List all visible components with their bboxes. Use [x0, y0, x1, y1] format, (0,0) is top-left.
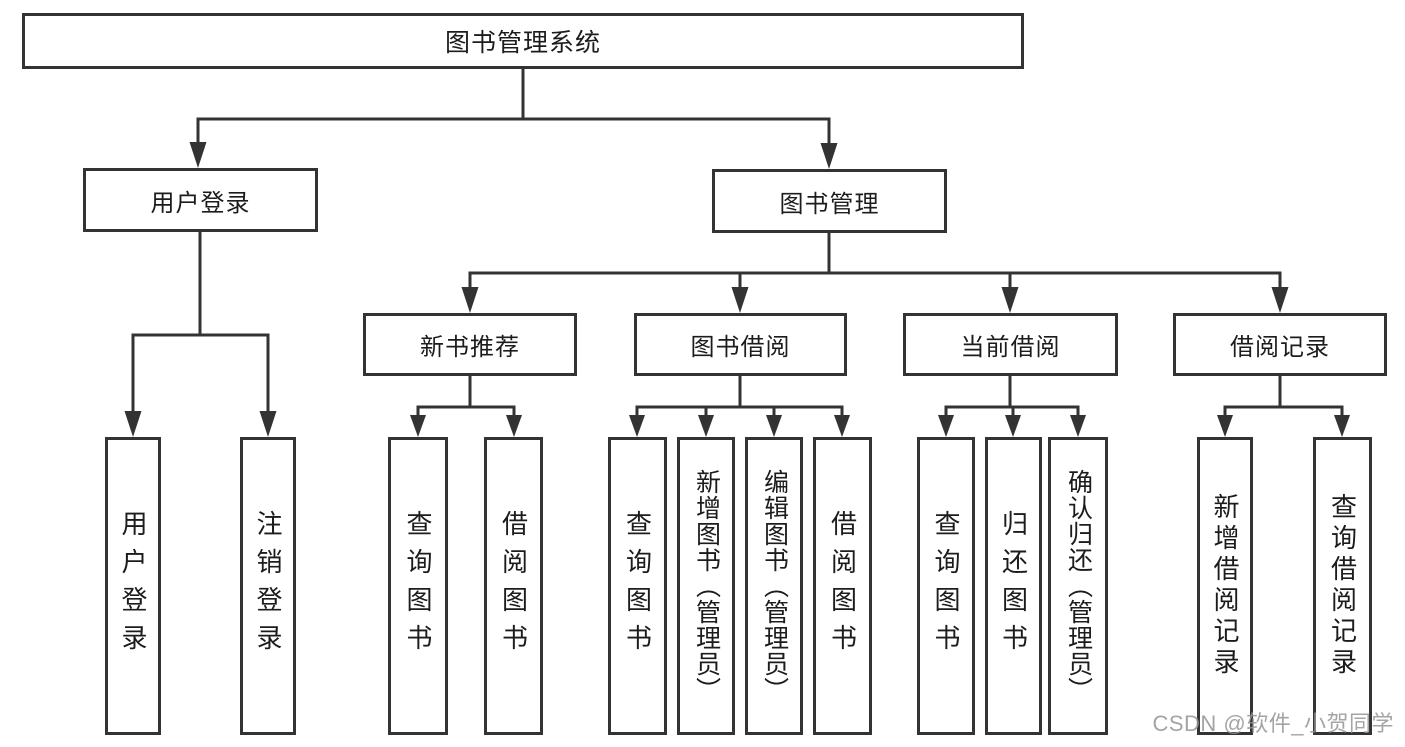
- leaf-recommend-query-books: 查询图书: [388, 437, 448, 735]
- node-root: 图书管理系统: [22, 13, 1024, 69]
- leaf-current-confirm-return-admin: 确认归还（管理员）: [1048, 437, 1108, 735]
- leaf-records-query-record: 查询借阅记录: [1313, 437, 1372, 735]
- leaf-borrow-add-books-admin: 新增图书（管理员）: [677, 437, 735, 735]
- leaf-current-return-books: 归还图书: [985, 437, 1042, 735]
- leaf-current-query-books: 查询图书: [917, 437, 975, 735]
- node-current-borrow: 当前借阅: [903, 313, 1118, 376]
- node-user-login: 用户登录: [83, 168, 318, 232]
- leaf-logout: 注销登录: [240, 437, 296, 735]
- leaf-records-add-record: 新增借阅记录: [1197, 437, 1253, 735]
- watermark: CSDN @软件_小贺同学: [1152, 711, 1394, 736]
- node-borrow-records: 借阅记录: [1173, 313, 1387, 376]
- node-book-borrow: 图书借阅: [634, 313, 847, 376]
- arrowhead-icons: [124, 142, 1350, 437]
- leaf-recommend-borrow-books: 借阅图书: [484, 437, 543, 735]
- leaf-borrow-query-books: 查询图书: [608, 437, 667, 735]
- node-book-management: 图书管理: [712, 169, 947, 233]
- connector-shafts: [131, 67, 1344, 422]
- leaf-borrow-edit-books-admin: 编辑图书（管理员）: [745, 437, 803, 735]
- node-new-book-recommend: 新书推荐: [363, 313, 577, 376]
- leaf-borrow-borrow-books: 借阅图书: [813, 437, 872, 735]
- leaf-user-login: 用户登录: [105, 437, 161, 735]
